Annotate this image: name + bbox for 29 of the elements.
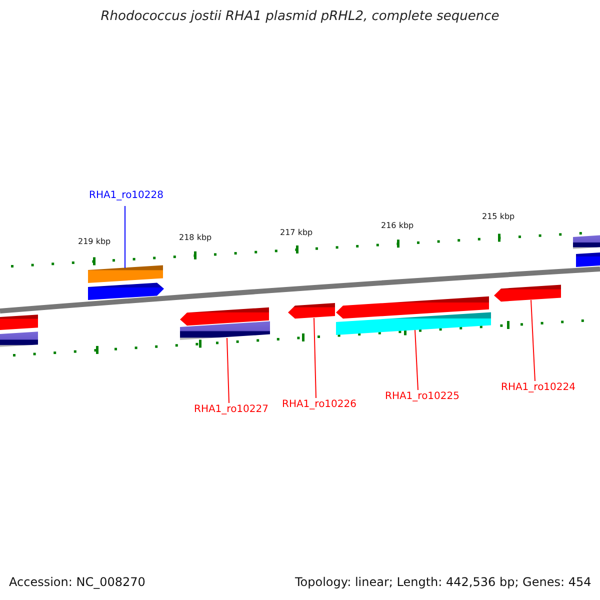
gene-label: RHA1_ro10224: [501, 382, 576, 393]
gene-label: RHA1_ro10225: [385, 391, 460, 402]
gene-feature-bar: [0, 314, 38, 330]
gene-feature-bar: [88, 265, 163, 283]
gene-feature-block: [494, 284, 561, 302]
gene-label: RHA1_ro10227: [194, 404, 268, 415]
gene-feature-block: [180, 307, 269, 326]
leader-line: [414, 330, 418, 390]
gene-feature-block: [88, 282, 164, 300]
leader-line: [314, 318, 316, 398]
gene-label: RHA1_ro10226: [282, 399, 356, 410]
gene-feature-bar: [180, 321, 270, 340]
leader-line: [226, 338, 230, 404]
gene-feature-bar: [0, 332, 38, 347]
gene-label: RHA1_ro10228: [89, 190, 164, 201]
sequence-summary: Topology: linear; Length: 442,536 bp; Genes: 454: [295, 575, 592, 589]
diagram-title: Rhodococcus jostii RHA1 plasmid pRHL2, complete sequence: [100, 9, 500, 24]
leader-line: [124, 206, 126, 268]
gene-feature-bar: [573, 235, 600, 249]
tick-label: 216 kbp: [381, 221, 414, 230]
accession-note: Accession: NC_008270: [9, 575, 146, 589]
gene-feature-bar: [576, 252, 600, 267]
tick-label: 217 kbp: [280, 228, 313, 237]
tick-label: 215 kbp: [482, 212, 515, 221]
gene-feature-block: [288, 303, 335, 319]
leader-line: [530, 300, 536, 382]
gene-feature-bar: [336, 312, 491, 335]
tick-label: 218 kbp: [179, 233, 212, 242]
tick-label: 219 kbp: [78, 237, 111, 246]
